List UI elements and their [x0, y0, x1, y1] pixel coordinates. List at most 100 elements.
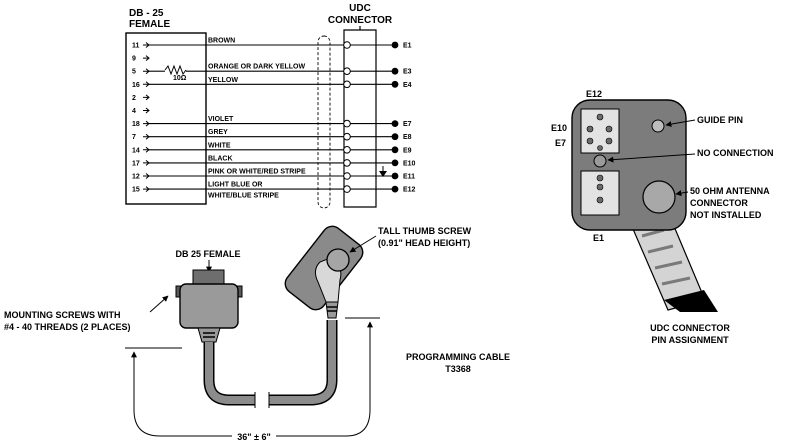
antenna-label-line2: CONNECTOR	[690, 198, 748, 208]
splice-point	[343, 159, 351, 167]
udc-caption-line2: PIN ASSIGNMENT	[651, 335, 729, 345]
pin-arrow-icon	[143, 173, 150, 179]
udc-contact-point	[391, 67, 399, 75]
db25-pin-number: 15	[132, 187, 140, 194]
db25-pin-number: 2	[132, 95, 136, 102]
wire-color-label: LIGHT BLUE OR	[208, 182, 262, 189]
udc-pin-label: E3	[403, 69, 412, 76]
resistor-label: 10Ω	[173, 75, 187, 82]
cable-outline	[203, 320, 338, 406]
pin-arrow-icon	[143, 68, 150, 75]
db25-pin-number: 17	[132, 160, 140, 167]
pin-arrow-icon	[143, 120, 150, 127]
cable-jacket	[205, 320, 336, 404]
udc-contact-point	[391, 172, 399, 180]
splice-point	[343, 119, 351, 128]
splice-point	[343, 80, 351, 89]
guide-pin-arrow	[665, 119, 696, 128]
pin-arrow-icon	[143, 42, 150, 48]
wire-color-label: YELLOW	[208, 77, 238, 84]
wire-color-label: ORANGE OR DARK YELLOW	[208, 64, 305, 71]
udc-connector-outline	[343, 26, 377, 208]
udc-contact-point	[391, 159, 399, 167]
splice-point	[343, 67, 351, 75]
length-dimension	[125, 317, 380, 437]
splice-point	[343, 185, 351, 193]
db25-title-line2: FEMALE	[129, 19, 170, 30]
antenna-label-line3: NOT INSTALLED	[690, 210, 762, 220]
wire-color-label: GREY	[208, 129, 228, 136]
udc-contact-point	[391, 146, 399, 154]
pin-row: 9	[132, 55, 150, 63]
thumb-screw-icon	[326, 248, 350, 272]
pin-row: 4	[132, 107, 150, 115]
udc-pin-label: E9	[403, 147, 412, 154]
splice-point	[343, 146, 351, 154]
pin-arrow-icon	[143, 160, 150, 166]
guide-pin-icon	[651, 119, 665, 133]
db25-connector	[175, 269, 243, 343]
pin-row: 14 E9 WHITE	[132, 142, 412, 154]
udc-plug	[284, 225, 364, 319]
mounting-screws-arrow	[149, 295, 169, 313]
udc-pin-label: E7	[403, 121, 412, 128]
udc-contact-point	[391, 80, 399, 88]
antenna-arrow	[675, 190, 689, 197]
thumb-screw-label-line1: TALL THUMB SCREW	[378, 226, 472, 236]
pin-arrow-icon	[143, 55, 150, 61]
programming-cable-label-line2: T3368	[445, 364, 471, 374]
udc-contacts	[586, 113, 613, 204]
guide-pin-label: GUIDE PIN	[697, 115, 743, 125]
udc-contact-point	[391, 120, 399, 127]
antenna-label-line1: 50 OHM ANTENNA	[690, 186, 770, 196]
udc-title-line2: CONNECTOR	[328, 15, 393, 26]
wire-color-label: PINK OR WHITE/RED STRIPE	[208, 169, 306, 176]
pin-arrow-icon	[143, 146, 150, 153]
db25-title-line1: DB - 25	[129, 8, 164, 19]
splice-point	[343, 172, 351, 180]
udc-caption-line1: UDC CONNECTOR	[650, 323, 730, 333]
mounting-screws-label-line2: #4 - 40 THREADS (2 PLACES)	[4, 322, 131, 332]
wire-color-label: BROWN	[208, 38, 235, 45]
pin-arrow-icon	[143, 94, 150, 101]
udc-contact-point	[391, 41, 399, 49]
udc-contact-point	[391, 185, 399, 193]
pin-row: 2	[132, 94, 150, 102]
pin-row: 17 E10 BLACK	[132, 155, 416, 167]
udc-title-line1: UDC	[349, 3, 371, 14]
pin-arrow-icon	[143, 133, 150, 140]
wire-color-label: BLACK	[208, 155, 233, 162]
db25-pin-number: 5	[132, 69, 136, 76]
db25-connector-label: DB 25 FEMALE	[175, 249, 240, 259]
pin-label-e12: E12	[586, 89, 602, 99]
no-connection-pin	[593, 154, 607, 168]
no-connection-label: NO CONNECTION	[697, 148, 774, 158]
db25-pin-block	[125, 32, 207, 205]
udc-connector-face: E12 E10 E7 E1 GUIDE PIN NO CONNECTION 50…	[551, 89, 774, 345]
pin-arrow-icon	[143, 186, 150, 192]
programming-cable-label-line1: PROGRAMMING CABLE	[406, 352, 510, 362]
udc-pin-label: E4	[403, 82, 412, 89]
udc-cable-end	[664, 290, 718, 312]
udc-pin-label: E10	[403, 160, 416, 167]
pin-label-e7: E7	[555, 138, 566, 148]
wire-color-label-line2: WHITE/BLUE STRIPE	[208, 193, 279, 200]
wire-color-label: WHITE	[208, 142, 231, 149]
jumper-arrow-icon	[379, 171, 387, 177]
db25-pin-number: 9	[132, 56, 136, 63]
antenna-connector-icon	[642, 180, 676, 214]
pin-label-e1: E1	[593, 233, 604, 243]
thumb-screw-arrow	[349, 235, 377, 253]
wire-color-label: VIOLET	[208, 116, 234, 123]
db25-pin-number: 7	[132, 134, 136, 141]
no-connection-arrow	[607, 153, 696, 163]
udc-pin-label: E1	[403, 43, 412, 50]
db25-pin-number: 14	[132, 147, 140, 154]
db25-pin-number: 12	[132, 174, 140, 181]
